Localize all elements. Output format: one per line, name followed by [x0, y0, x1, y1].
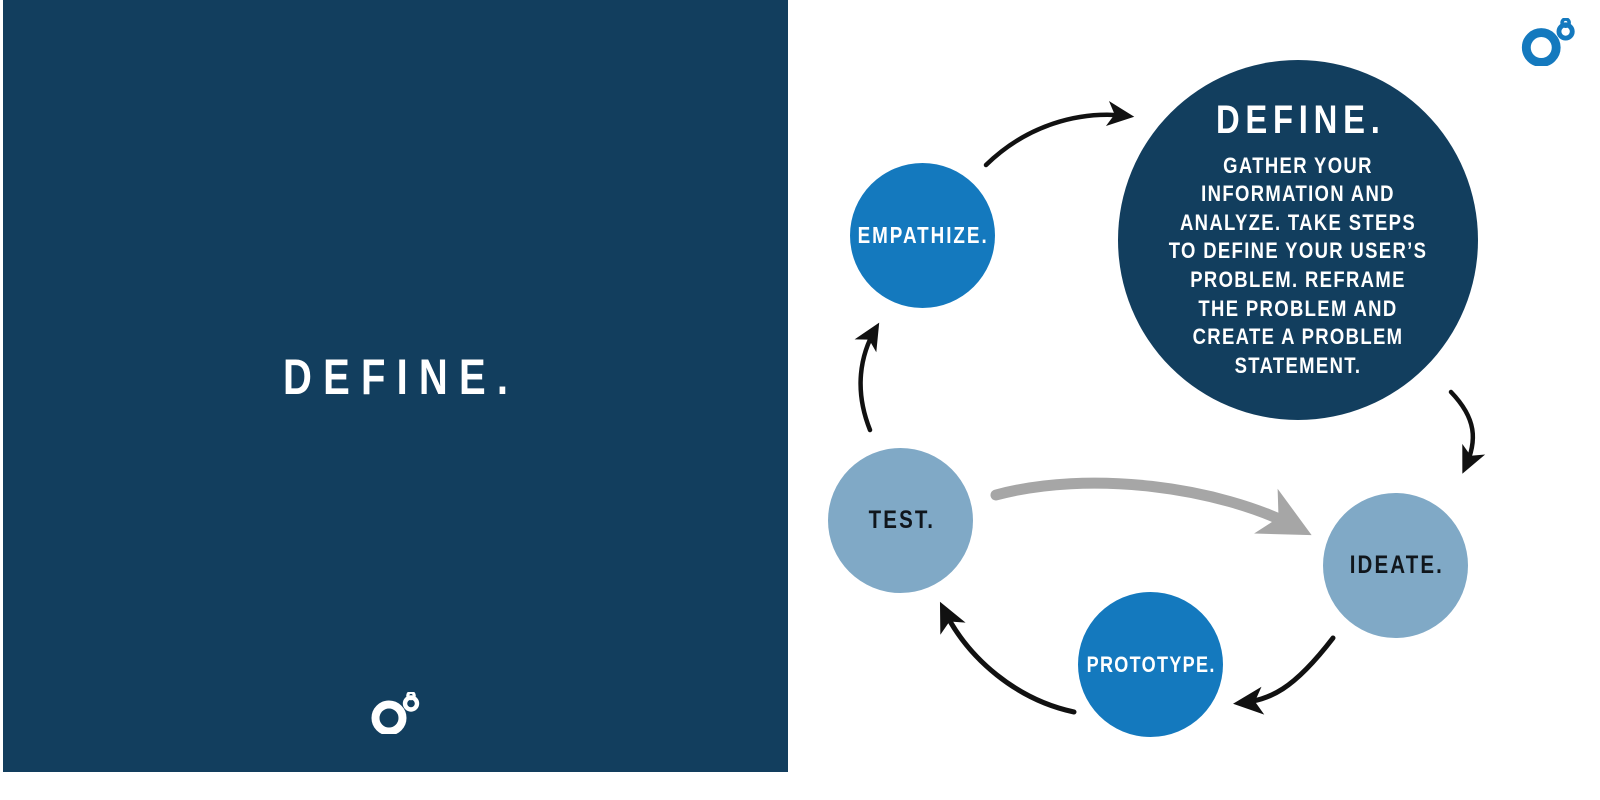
left-title-panel: DEFINE.	[3, 0, 788, 772]
left-panel-logo	[3, 692, 788, 734]
page-title: DEFINE.	[283, 349, 520, 405]
node-ideate[interactable]: IDEATE.	[1323, 493, 1468, 638]
arrow-prototype-to-test	[939, 601, 1077, 715]
arrow-test-to-ideate-shortcut	[990, 477, 1312, 536]
brand-logo	[1518, 17, 1580, 71]
node-empathize-label: EMPATHIZE.	[857, 222, 990, 248]
o8-logo-icon	[1521, 17, 1575, 67]
node-test-label: TEST.	[868, 506, 935, 534]
node-ideate-label: IDEATE.	[1349, 551, 1444, 579]
arrow-define-to-ideate	[1448, 389, 1486, 474]
arrow-test-to-empathize	[854, 322, 880, 433]
arrow-empathize-to-define	[983, 101, 1135, 168]
arrow-ideate-to-prototype	[1233, 635, 1336, 715]
node-define[interactable]: DEFINE. GATHER YOUR INFORMATION AND ANAL…	[1118, 60, 1478, 420]
node-define-description: GATHER YOUR INFORMATION AND ANALYZE. TAK…	[1168, 152, 1428, 378]
design-thinking-diagram: DEFINE. GATHER YOUR INFORMATION AND ANAL…	[788, 0, 1600, 800]
o8-logo-icon	[371, 692, 419, 734]
node-prototype-label: PROTOTYPE.	[1086, 651, 1216, 677]
node-prototype[interactable]: PROTOTYPE.	[1078, 592, 1223, 737]
node-define-label: DEFINE.	[1216, 97, 1386, 142]
node-empathize[interactable]: EMPATHIZE.	[850, 163, 995, 308]
node-test[interactable]: TEST.	[828, 448, 973, 593]
